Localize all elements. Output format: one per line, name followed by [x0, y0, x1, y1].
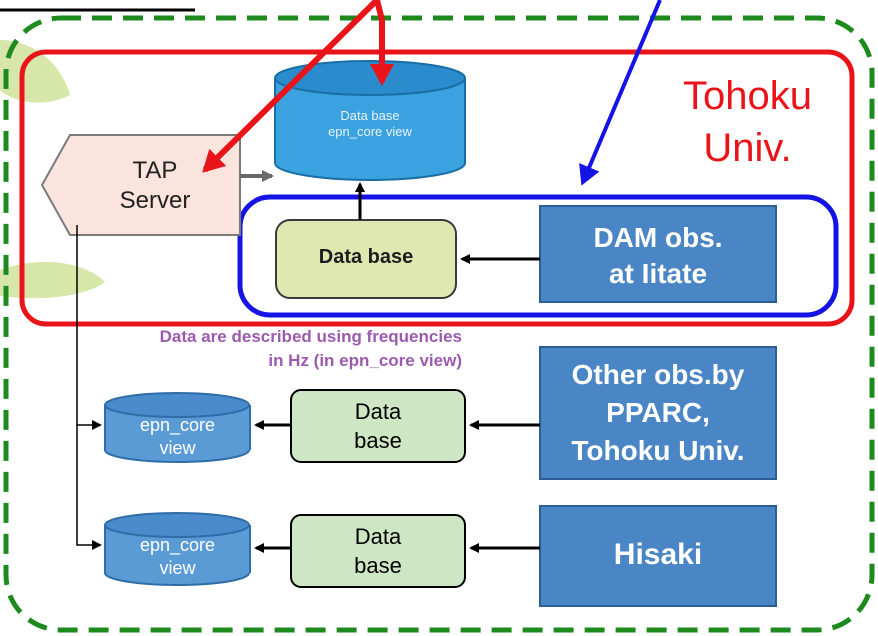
row2-source-shape	[539, 505, 777, 607]
row2-view-label-line1: epn_core	[139, 535, 216, 555]
arrow-icon	[579, 0, 662, 186]
dam-obs-label-line2: at Iitate	[608, 258, 708, 289]
row1-source-label-line1: Other obs.by	[571, 359, 745, 390]
row1-source-label-line2: PPARC,	[606, 397, 710, 428]
dam-database-label: Data base	[318, 246, 414, 268]
row1-source-label: Other obs.by PPARC, Tohoku Univ.	[540, 356, 776, 470]
tap-server-shape	[40, 134, 241, 236]
row2-database-label-line2: base	[354, 553, 402, 578]
row2-view-label: epn_core view	[105, 534, 250, 579]
row1-database-label-line1: Data	[354, 399, 402, 424]
note-text-line2: in Hz (in epn_core view)	[268, 351, 462, 370]
tohoku-group-border	[19, 49, 855, 327]
arrow-icon	[370, 0, 394, 86]
row1-view-label: epn_core view	[105, 414, 250, 459]
dam-obs-label: DAM obs. at Iitate	[540, 220, 776, 292]
row2-database-label: Data base	[291, 522, 465, 580]
row2-view-label-line2: view	[159, 557, 196, 578]
row1-database-label-line2: base	[354, 428, 402, 453]
outer-group-border	[3, 15, 875, 633]
arrow-icon	[202, 0, 380, 173]
row1-source-label-line3: Tohoku Univ.	[571, 435, 745, 466]
leaf-decoration	[0, 40, 70, 103]
row1-view-label-line2: view	[159, 437, 196, 458]
row2-source-label: Hisaki	[613, 538, 703, 571]
arrow-icon	[76, 425, 102, 550]
tohoku-label-line1: Tohoku	[683, 74, 812, 118]
dam-obs-label-line1: DAM obs.	[593, 222, 723, 253]
row1-view-label-line1: epn_core	[139, 415, 216, 435]
main-database-label-line1: Data base	[340, 108, 400, 123]
tap-server-label: TAP Server	[70, 156, 240, 216]
row1-source-shape	[539, 346, 777, 480]
note-text: Data are described using frequencies in …	[22, 325, 462, 373]
row1-view-cylinder	[104, 392, 251, 463]
row2-database-label-line1: Data	[354, 524, 402, 549]
main-database-label: Data base epn_core view	[275, 108, 465, 141]
dam-database-shape	[275, 219, 457, 299]
tap-server-label-line1: TAP	[132, 157, 178, 184]
note-text-line1: Data are described using frequencies	[159, 327, 462, 346]
row1-database-label: Data base	[291, 397, 465, 455]
row2-view-cylinder	[104, 512, 251, 586]
tohoku-label: Tohoku Univ.	[660, 70, 835, 174]
dam-obs-shape	[539, 205, 777, 303]
dam-group-border	[237, 194, 839, 318]
leaf-decoration	[0, 261, 105, 299]
tohoku-label-line2: Univ.	[703, 126, 792, 170]
row2-database-shape	[290, 514, 466, 588]
tap-server-label-line2: Server	[119, 187, 191, 214]
main-database-label-line2: epn_core view	[328, 124, 412, 140]
